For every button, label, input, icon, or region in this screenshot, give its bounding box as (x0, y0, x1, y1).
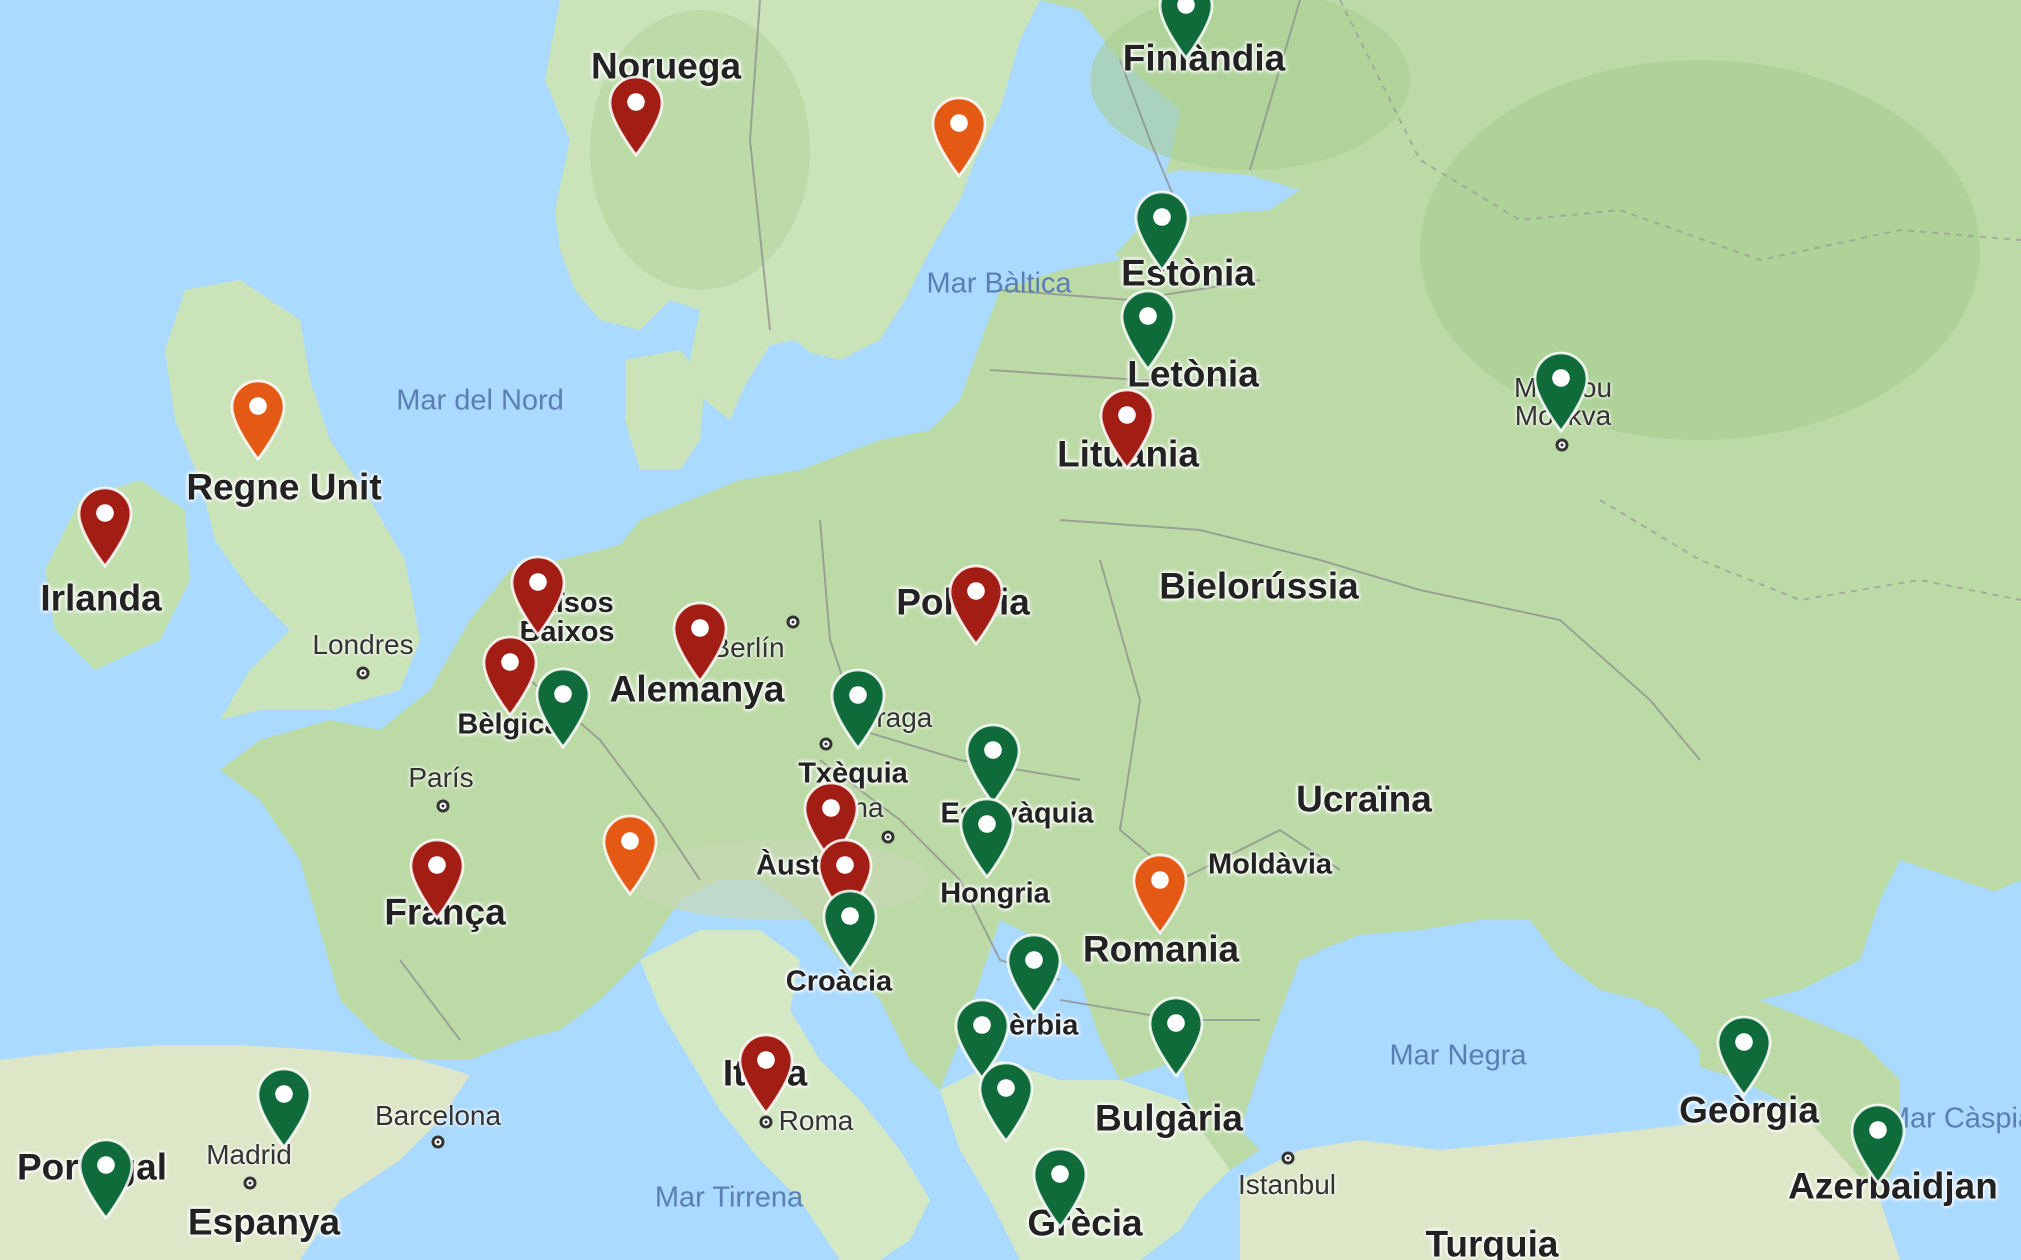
land-denmark (625, 350, 705, 470)
pin-icon (510, 555, 566, 638)
map-pin-green-croacia[interactable] (822, 889, 878, 972)
pin-icon (1148, 996, 1204, 1079)
map-pin-orange-regne-unit[interactable] (230, 379, 286, 462)
pin-icon (482, 635, 538, 718)
map-pin-green-grecia[interactable] (1032, 1147, 1088, 1230)
pin-icon (409, 838, 465, 921)
map-pin-green-hongria[interactable] (959, 797, 1015, 880)
pin-icon (965, 723, 1021, 806)
city-dot-roma[interactable] (759, 1115, 773, 1129)
pin-icon (672, 601, 728, 684)
pin-icon (608, 75, 664, 158)
pin-icon (1032, 1147, 1088, 1230)
map-pin-red-italia[interactable] (738, 1033, 794, 1116)
city-dot-londres[interactable] (356, 666, 370, 680)
forest-patch (630, 840, 930, 920)
forest-patch (1420, 60, 1980, 440)
city-dot-paris[interactable] (436, 799, 450, 813)
pin-icon (931, 96, 987, 179)
pin-icon (602, 814, 658, 897)
map-pin-green-eslovaquia[interactable] (965, 723, 1021, 806)
map-pin-red-irlanda[interactable] (77, 486, 133, 569)
pin-icon (978, 1061, 1034, 1144)
map-pin-red-polonia[interactable] (948, 564, 1004, 647)
map-pin-green-finlandia[interactable] (1158, 0, 1214, 61)
city-dot-istanbul[interactable] (1281, 1151, 1295, 1165)
map-pin-red-franca[interactable] (409, 838, 465, 921)
pin-icon (948, 564, 1004, 647)
map-pin-green-moscou[interactable] (1533, 351, 1589, 434)
map-pin-red-alemanya[interactable] (672, 601, 728, 684)
pin-icon (230, 379, 286, 462)
map-pin-green-georgia[interactable] (1716, 1015, 1772, 1098)
city-dot-barcelona[interactable] (431, 1135, 445, 1149)
caspian-sea (1920, 880, 2021, 1260)
map-pin-green-azerbaidjan[interactable] (1850, 1103, 1906, 1186)
forest-patch (1090, 0, 1410, 170)
city-dot-viena[interactable] (881, 830, 895, 844)
map-pin-red-paisos-baixos[interactable] (510, 555, 566, 638)
pin-icon (1134, 190, 1190, 273)
map-pin-red-noruega[interactable] (608, 75, 664, 158)
pin-icon (1158, 0, 1214, 61)
pin-icon (959, 797, 1015, 880)
pin-icon (256, 1067, 312, 1150)
map-pin-green-espanya[interactable] (256, 1067, 312, 1150)
pin-icon (1006, 933, 1062, 1016)
pin-icon (78, 1138, 134, 1221)
pin-icon (738, 1033, 794, 1116)
land-iberia (0, 1045, 470, 1260)
map-pin-red-lituania[interactable] (1099, 388, 1155, 471)
land-turkey (1240, 1100, 1900, 1260)
map-pin-green-luxemburg[interactable] (535, 667, 591, 750)
map-pin-green-bulgaria[interactable] (1148, 996, 1204, 1079)
pin-icon (830, 668, 886, 751)
map-pin-orange-romania[interactable] (1132, 853, 1188, 936)
map-pin-green-bosnia[interactable] (954, 998, 1010, 1081)
baltic-sea (745, 200, 1120, 470)
pin-icon (1132, 853, 1188, 936)
land-great-britain (165, 280, 420, 720)
pin-icon (1533, 351, 1589, 434)
city-dot-moscou[interactable] (1555, 438, 1569, 452)
map-pin-green-estonia[interactable] (1134, 190, 1190, 273)
map-pin-green-macedonia[interactable] (978, 1061, 1034, 1144)
pin-icon (535, 667, 591, 750)
map-pin-red-belgica[interactable] (482, 635, 538, 718)
map-pin-green-portugal[interactable] (78, 1138, 134, 1221)
city-dot-praga[interactable] (819, 737, 833, 751)
pin-icon (822, 889, 878, 972)
pin-icon (1099, 388, 1155, 471)
land-caucasus (1640, 1000, 1900, 1200)
pin-icon (1850, 1103, 1906, 1186)
country-borders-dashed (1339, 0, 2021, 602)
map-pin-green-serbia[interactable] (1006, 933, 1062, 1016)
map-pin-green-txequia[interactable] (830, 668, 886, 751)
pin-icon (77, 486, 133, 569)
city-dot-berlin[interactable] (786, 615, 800, 629)
city-dot-madrid[interactable] (243, 1176, 257, 1190)
pin-icon (954, 998, 1010, 1081)
map-pin-green-letonia[interactable] (1120, 289, 1176, 372)
land-italy (640, 930, 930, 1260)
black-sea (1250, 930, 1700, 1150)
pin-icon (1120, 289, 1176, 372)
map-pin-orange-suissa[interactable] (602, 814, 658, 897)
map-pin-orange-suecia[interactable] (931, 96, 987, 179)
pin-icon (1716, 1015, 1772, 1098)
